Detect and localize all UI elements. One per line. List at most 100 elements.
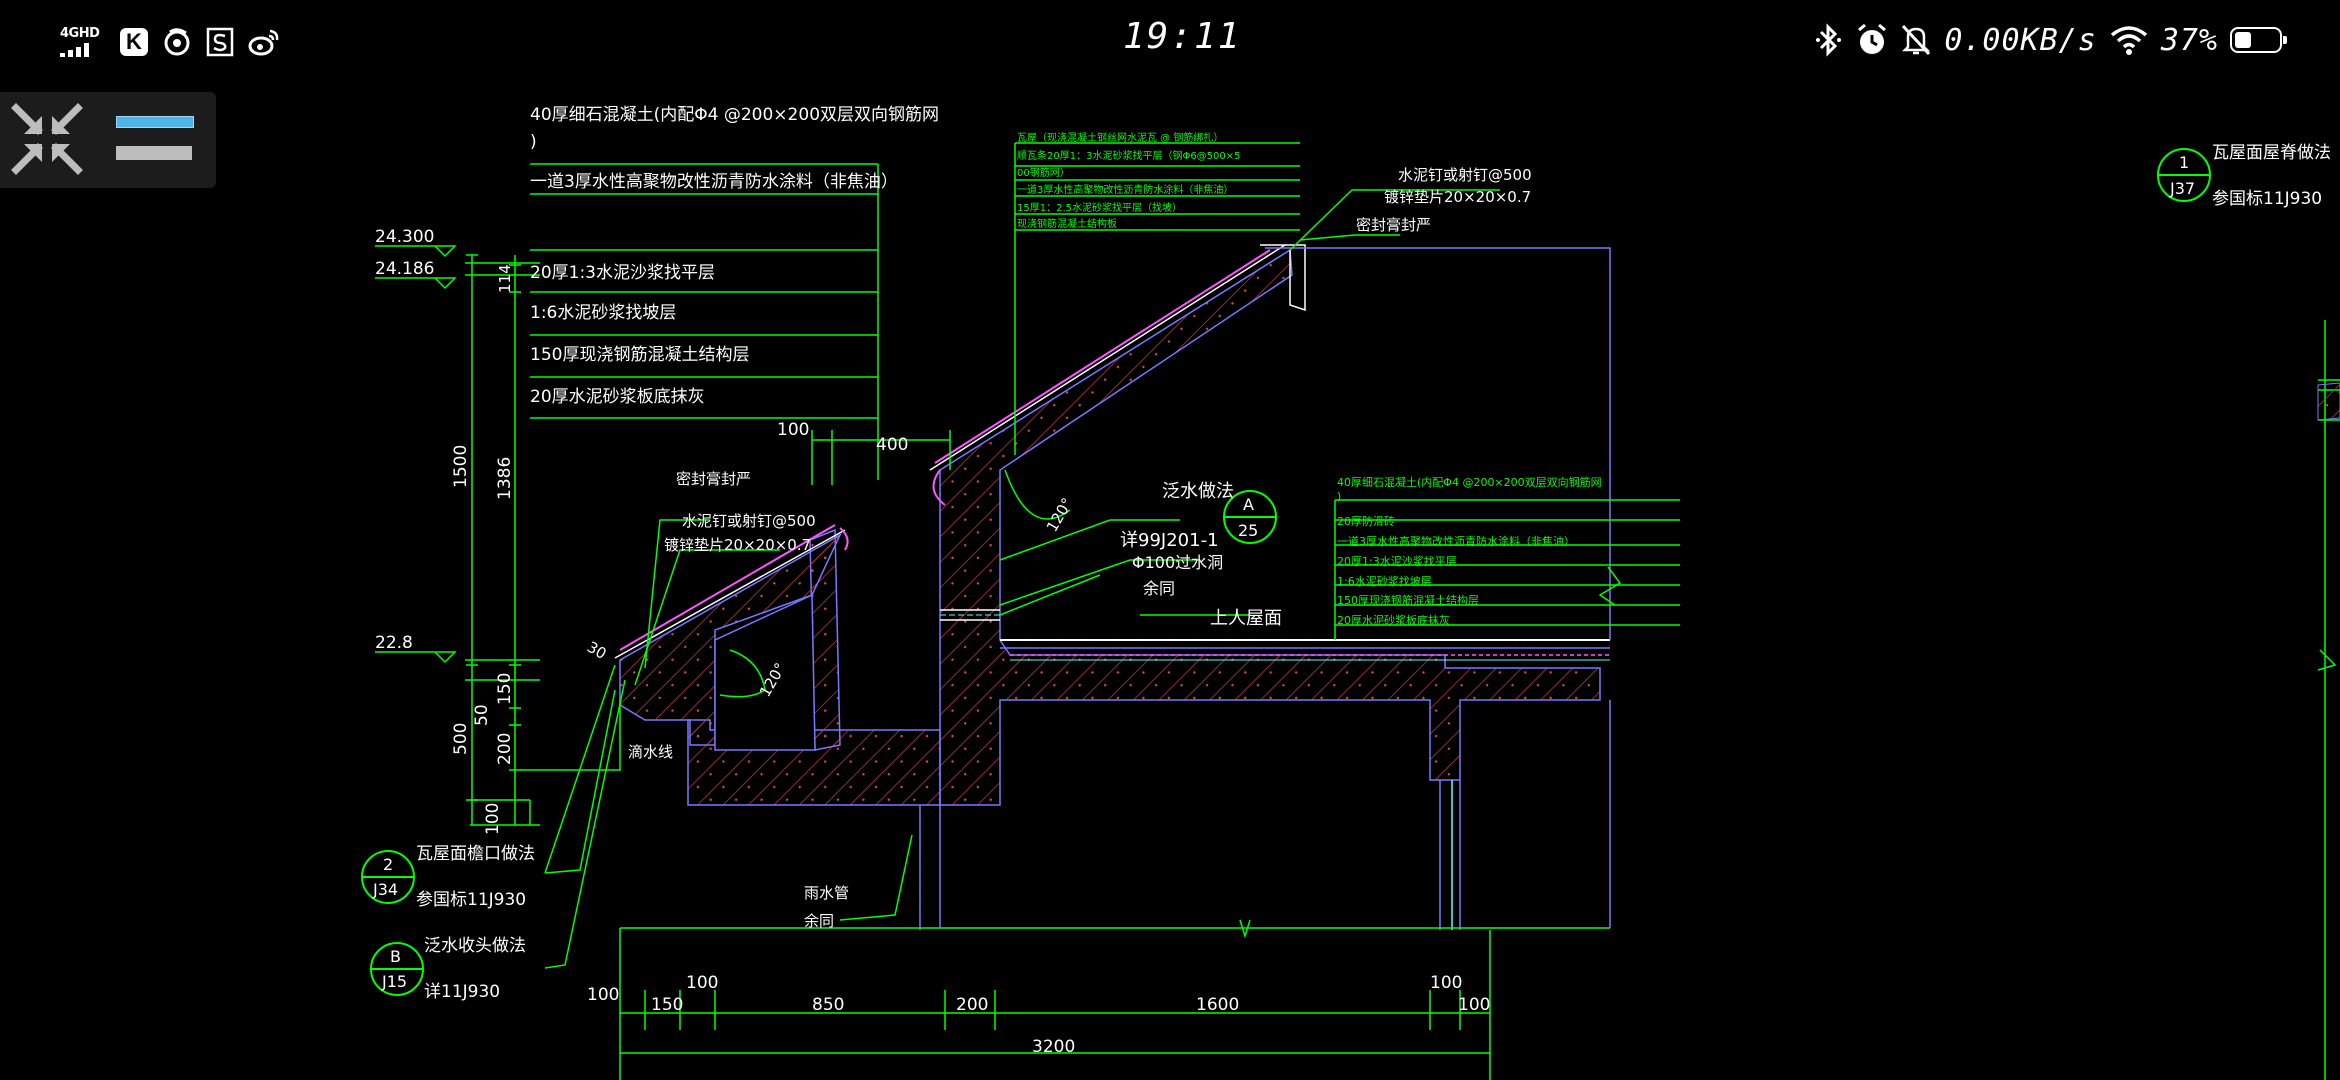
- svg-text:00钢筋网）: 00钢筋网）: [1017, 166, 1070, 179]
- svg-text:一道3厚水性高聚物改性沥青防水涂料（非焦油）: 一道3厚水性高聚物改性沥青防水涂料（非焦油）: [1017, 183, 1233, 196]
- svg-text:1:6水泥砂浆找坡层: 1:6水泥砂浆找坡层: [1337, 574, 1432, 588]
- svg-text:Φ100过水洞: Φ100过水洞: [1132, 553, 1223, 572]
- svg-text:泛水收头做法: 泛水收头做法: [424, 936, 526, 956]
- collapse-arrows-icon: [11, 103, 83, 175]
- svg-text:100: 100: [1458, 995, 1490, 1015]
- svg-text:A: A: [1243, 495, 1254, 514]
- svg-text:500: 500: [451, 723, 471, 755]
- svg-text:J37: J37: [2169, 179, 2195, 198]
- layer-bar-active: [116, 116, 194, 128]
- svg-text:20厚水泥砂浆板底抹灰: 20厚水泥砂浆板底抹灰: [530, 387, 705, 407]
- overflow-pipe: [940, 609, 1000, 621]
- wifi-icon: [2110, 26, 2147, 55]
- svg-text:1386: 1386: [495, 457, 515, 500]
- svg-text:850: 850: [812, 995, 844, 1015]
- svg-text:现浇钢筋混凝土结构板: 现浇钢筋混凝土结构板: [1017, 217, 1117, 230]
- svg-text:100: 100: [483, 803, 503, 835]
- weibo-icon: [248, 29, 279, 56]
- top-mid-notes: 瓦屋（现浇混凝土钢丝网水泥瓦 @ 钢筋绑扎） 顺瓦条20厚1：3水泥砂浆找平层（…: [1017, 131, 1241, 230]
- weibo-swirl-icon: [164, 28, 190, 56]
- svg-text:1600: 1600: [1196, 995, 1239, 1015]
- svg-text:100: 100: [686, 973, 718, 993]
- svg-text:密封膏封严: 密封膏封严: [1356, 216, 1431, 234]
- svg-text:150厚现浇钢筋混凝土结构层: 150厚现浇钢筋混凝土结构层: [530, 345, 749, 365]
- svg-text:顺瓦条20厚1：3水泥砂浆找平层（钢Φ6@500×5: 顺瓦条20厚1：3水泥砂浆找平层（钢Φ6@500×5: [1017, 149, 1241, 162]
- svg-text:一道3厚水性高聚物改性沥青防水涂料（非焦油）: 一道3厚水性高聚物改性沥青防水涂料（非焦油）: [530, 172, 898, 192]
- callout-texts: A 25 2 J34 瓦屋面檐口做法 参国标11J930 B J15 泛水收头做…: [372, 143, 2331, 1002]
- svg-text:上人屋面: 上人屋面: [1210, 608, 1282, 629]
- svg-text:雨水管: 雨水管: [804, 884, 849, 902]
- svg-text:150: 150: [651, 995, 683, 1015]
- partial-section-right: [2317, 382, 2340, 421]
- status-time: 19:11: [1123, 16, 1242, 57]
- svg-text:J34: J34: [372, 880, 398, 899]
- svg-text:滴水线: 滴水线: [628, 743, 673, 761]
- flat-roof-layers: [1000, 639, 1610, 661]
- svg-text:15厚1：2.5水泥砂浆找平层（找坡）: 15厚1：2.5水泥砂浆找平层（找坡）: [1017, 201, 1182, 214]
- svg-text:J15: J15: [381, 972, 407, 991]
- status-left: 4GHD K: [60, 22, 280, 62]
- mute-icon: [1902, 24, 1931, 56]
- svg-text:40厚细石混凝土(内配Φ4 @200×200双层双向钢筋网: 40厚细石混凝土(内配Φ4 @200×200双层双向钢筋网: [530, 105, 939, 125]
- roof-tiles: [614, 244, 1306, 659]
- svg-text:200: 200: [495, 733, 515, 765]
- svg-text:20厚1:3水泥沙浆找平层: 20厚1:3水泥沙浆找平层: [530, 263, 715, 283]
- svg-text:30: 30: [584, 638, 610, 663]
- left-notes: 40厚细石混凝土(内配Φ4 @200×200双层双向钢筋网 ) 一道3厚水性高聚…: [530, 105, 939, 407]
- svg-text:余同: 余同: [1143, 579, 1175, 598]
- svg-text:一道3厚水性高聚物改性沥青防水涂料（非焦油）: 一道3厚水性高聚物改性沥青防水涂料（非焦油）: [1337, 534, 1575, 548]
- cad-tool-panel: [0, 92, 216, 188]
- svg-text:瓦屋面屋脊做法: 瓦屋面屋脊做法: [2212, 143, 2331, 163]
- svg-text:20厚水泥砂浆板底抹灰: 20厚水泥砂浆板底抹灰: [1337, 613, 1450, 627]
- elevation-labels: 24.300 24.186 22.8: [375, 227, 434, 653]
- svg-text:114: 114: [496, 264, 514, 293]
- app-k-icon: K: [120, 28, 148, 56]
- svg-text:24.300: 24.300: [375, 227, 434, 247]
- svg-text:50: 50: [472, 704, 492, 726]
- status-bar: 4GHD K 19:11: [0, 0, 2340, 80]
- vertical-dims: 1500 500 114 1386 150 50 200 100: [451, 264, 515, 835]
- s-app-icon: [206, 27, 234, 57]
- svg-text:详99J201-1: 详99J201-1: [1120, 530, 1219, 551]
- svg-text:镀锌垫片20×20×0.7: 镀锌垫片20×20×0.7: [1384, 188, 1531, 206]
- svg-text:20厚防滑砖: 20厚防滑砖: [1337, 514, 1395, 528]
- svg-text:B: B: [390, 947, 401, 966]
- svg-text:参国标11J930: 参国标11J930: [416, 890, 526, 910]
- alarm-icon: [1858, 23, 1887, 54]
- svg-text:镀锌垫片20×20×0.7: 镀锌垫片20×20×0.7: [664, 536, 811, 554]
- svg-text:100: 100: [587, 985, 619, 1005]
- right-notes: 40厚细石混凝土(内配Φ4 @200×200双层双向钢筋网 ) 20厚防滑砖 一…: [1337, 475, 1602, 627]
- svg-text:1: 1: [2179, 153, 2189, 172]
- callout-circles: [361, 148, 2211, 996]
- net-speed: 0.00KB/s: [1944, 22, 2097, 58]
- cellular-signal: 4GHD: [60, 27, 106, 57]
- svg-text:400: 400: [876, 435, 908, 455]
- svg-text:25: 25: [1238, 521, 1258, 540]
- svg-text:余同: 余同: [804, 912, 834, 930]
- svg-text:参国标11J930: 参国标11J930: [2212, 189, 2322, 209]
- layer-bar-inactive: [116, 146, 192, 160]
- bluetooth-icon: [1816, 23, 1842, 57]
- dimension-lines: [375, 142, 2340, 1080]
- svg-text:1:6水泥砂浆找坡层: 1:6水泥砂浆找坡层: [530, 303, 676, 323]
- svg-text:): ): [1337, 490, 1341, 503]
- svg-text:): ): [530, 132, 537, 152]
- svg-text:40厚细石混凝土(内配Φ4 @200×200双层双向钢筋网: 40厚细石混凝土(内配Φ4 @200×200双层双向钢筋网: [1337, 475, 1602, 489]
- svg-text:100: 100: [1430, 973, 1462, 993]
- svg-text:详11J930: 详11J930: [424, 982, 500, 1002]
- collapse-button[interactable]: [10, 102, 84, 176]
- status-right: 0.00KB/s 37%: [1814, 18, 2287, 62]
- svg-text:120°: 120°: [1043, 495, 1077, 535]
- network-type-label: 4GHD: [60, 26, 100, 41]
- battery-level-fill: [2235, 32, 2251, 48]
- svg-text:24.186: 24.186: [375, 259, 434, 279]
- svg-text:22.8: 22.8: [375, 633, 413, 653]
- svg-text:水泥钉或射钉@500: 水泥钉或射钉@500: [1398, 166, 1532, 184]
- svg-text:瓦屋（现浇混凝土钢丝网水泥瓦 @ 钢筋绑扎）: 瓦屋（现浇混凝土钢丝网水泥瓦 @ 钢筋绑扎）: [1017, 131, 1223, 144]
- layer-toggle-button[interactable]: [116, 106, 194, 170]
- signal-bars-icon: [60, 43, 89, 57]
- svg-text:2: 2: [383, 855, 393, 874]
- svg-text:150厚现浇钢筋混凝土结构层: 150厚现浇钢筋混凝土结构层: [1337, 593, 1479, 607]
